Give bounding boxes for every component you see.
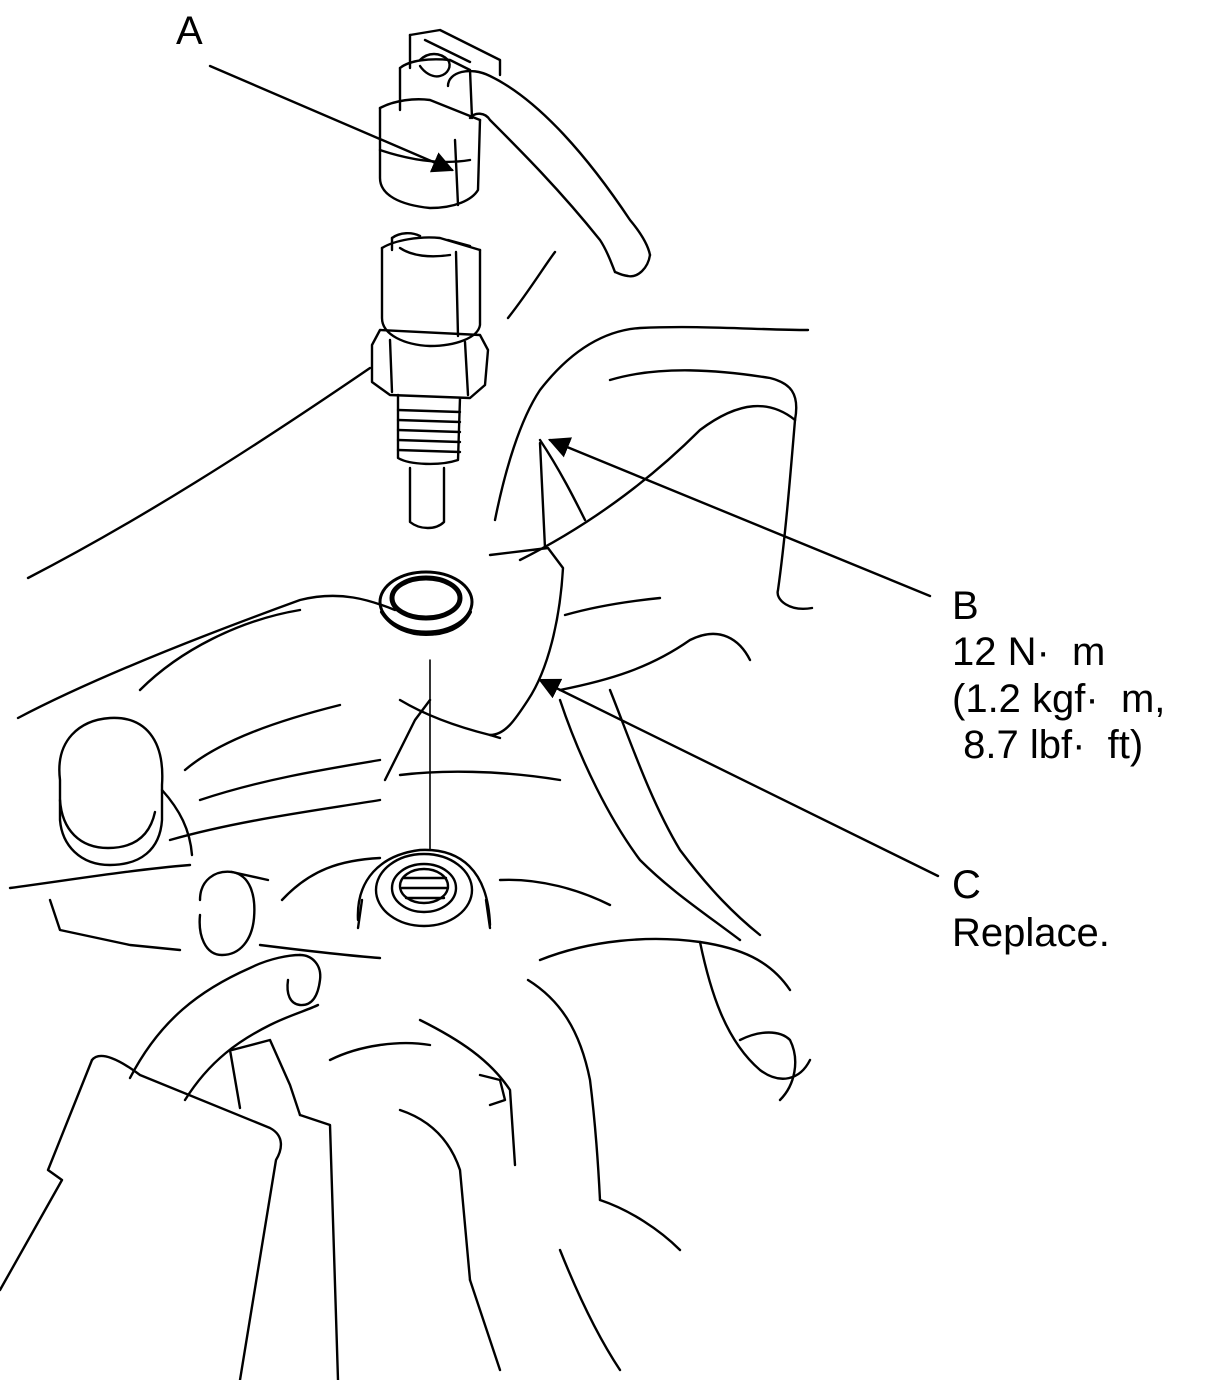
torque-spec-line-2: (1.2 kgf· m, (952, 677, 1166, 721)
torque-spec-line-1: 12 N· m (952, 630, 1106, 674)
leader-line-b (548, 437, 932, 598)
washer-illustration (378, 570, 474, 636)
hose-illustration (0, 953, 340, 1380)
threaded-port-illustration (356, 848, 492, 930)
connector-illustration (378, 28, 652, 278)
leader-line-c (538, 678, 940, 878)
torque-spec-line-3: 8.7 lbf· ft) (952, 723, 1144, 767)
label-b: B (952, 584, 979, 628)
label-a: A (176, 9, 203, 53)
leader-line-a (208, 64, 454, 173)
engine-block-outline (8, 250, 814, 1372)
sensor-illustration (370, 232, 490, 530)
replace-note: Replace. (952, 911, 1110, 955)
label-c: C (952, 863, 981, 907)
leader-lines (208, 64, 940, 878)
